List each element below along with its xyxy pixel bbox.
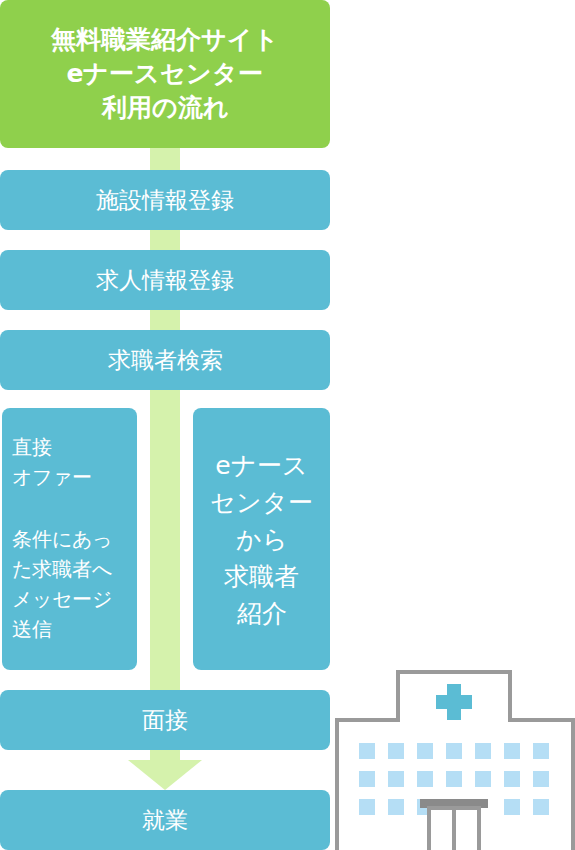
- building-tower: [398, 672, 510, 722]
- process-box: 求職者検索: [0, 330, 330, 390]
- flow-connector: [150, 390, 180, 690]
- window-grid: [359, 743, 549, 815]
- process-box: 施設情報登録: [0, 170, 330, 230]
- flow-connector: [128, 750, 202, 790]
- window: [504, 771, 520, 787]
- title-box: 無料職業紹介サイト eナースセンター 利用の流れ: [0, 0, 330, 148]
- node-text: 求職者検索: [108, 345, 223, 376]
- node-text: 求人情報登録: [96, 265, 234, 296]
- connector-shaft: [150, 230, 180, 250]
- window: [475, 771, 491, 787]
- connector-shaft: [150, 750, 180, 760]
- window: [533, 743, 549, 759]
- connector-shaft: [150, 148, 180, 170]
- window: [388, 799, 404, 815]
- node-text: 直接 オファー: [12, 432, 124, 492]
- window: [504, 799, 520, 815]
- cross-horizontal: [436, 695, 472, 709]
- option-box: eナース センター から 求職者 紹介: [193, 408, 330, 670]
- connector-shaft: [150, 310, 180, 330]
- window: [388, 743, 404, 759]
- node-text: 条件にあった求職者へメッセージ送信: [12, 524, 124, 644]
- node-text: 施設情報登録: [96, 185, 234, 216]
- flow-connector: [150, 230, 180, 250]
- door-split: [452, 808, 456, 850]
- node-text: 面接: [142, 705, 188, 736]
- window: [359, 799, 375, 815]
- door: [429, 808, 479, 850]
- window: [475, 743, 491, 759]
- process-box: 面接: [0, 690, 330, 750]
- window: [533, 799, 549, 815]
- arrow-head: [128, 760, 202, 790]
- window: [388, 771, 404, 787]
- hospital-building: [337, 672, 573, 850]
- flow-connector: [150, 310, 180, 330]
- window: [533, 771, 549, 787]
- window: [417, 771, 433, 787]
- window: [359, 771, 375, 787]
- node-text: 無料職業紹介サイト eナースセンター 利用の流れ: [0, 23, 330, 125]
- node-text: 就業: [142, 805, 188, 836]
- window: [446, 771, 462, 787]
- window: [359, 743, 375, 759]
- window: [504, 743, 520, 759]
- option-box: 直接 オファー条件にあった求職者へメッセージ送信: [2, 408, 137, 670]
- process-box: 就業: [0, 790, 330, 850]
- connector-shaft: [150, 390, 180, 690]
- window: [417, 743, 433, 759]
- flow-connector: [150, 148, 180, 170]
- process-box: 求人情報登録: [0, 250, 330, 310]
- window: [446, 743, 462, 759]
- node-text: eナース センター から 求職者 紹介: [199, 447, 324, 632]
- building-body: [337, 720, 573, 850]
